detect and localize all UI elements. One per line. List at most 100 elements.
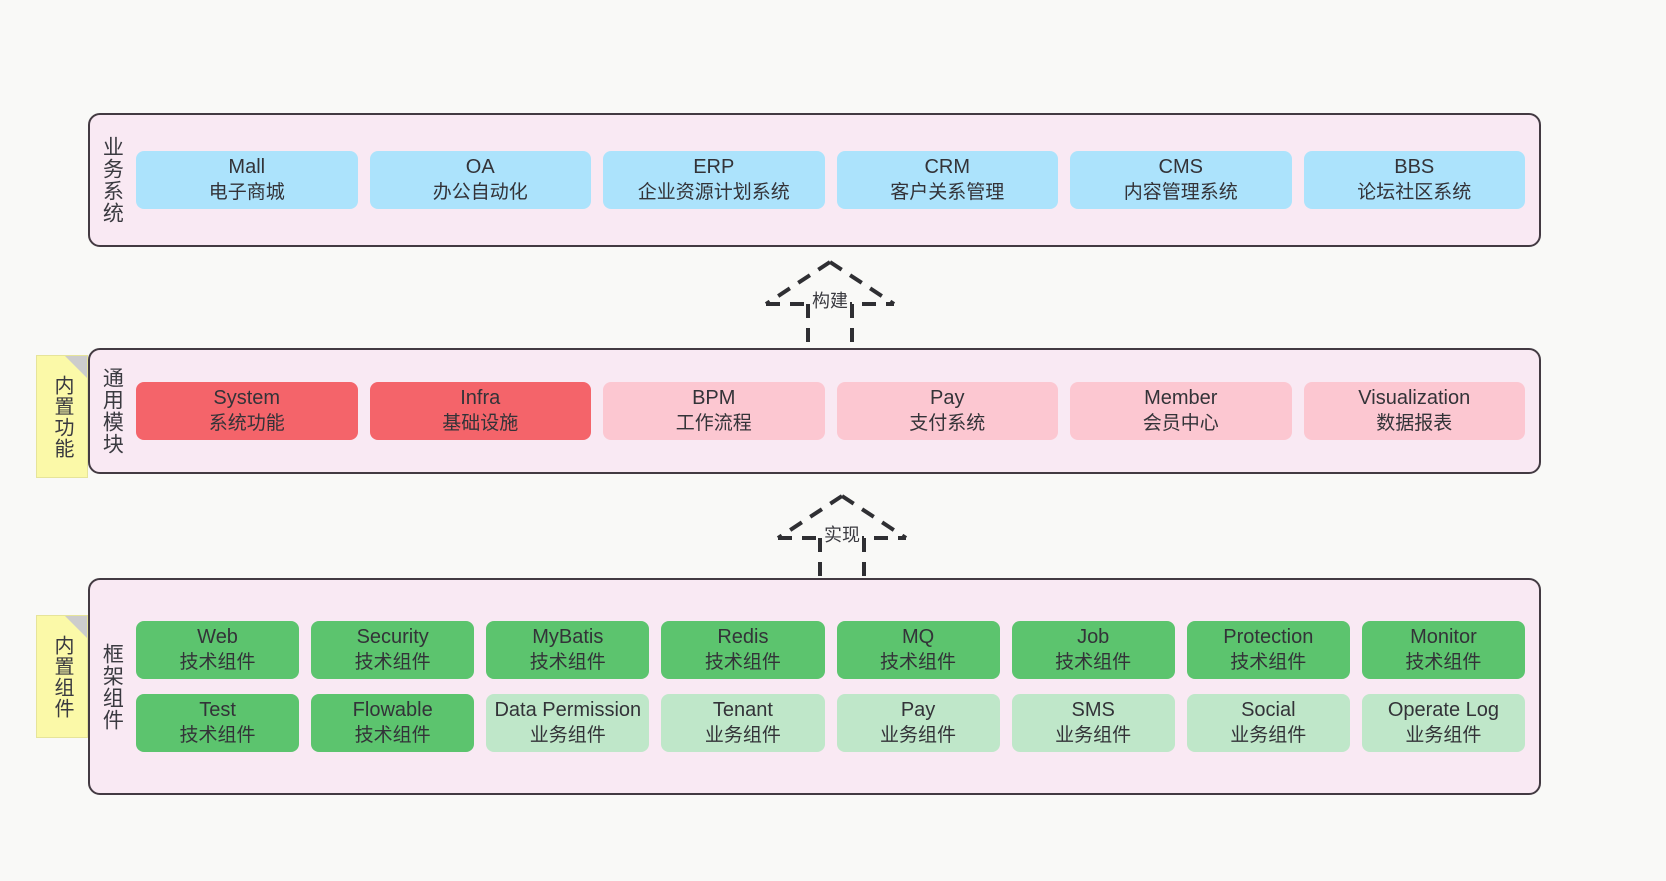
card-desc: 技术组件 bbox=[704, 651, 781, 673]
card-member[interactable]: Member 会员中心 bbox=[1070, 382, 1292, 440]
card-name: System bbox=[213, 387, 281, 410]
card-name: Pay bbox=[900, 699, 936, 721]
card-web[interactable]: Web 技术组件 bbox=[136, 621, 300, 679]
card-desc: 技术组件 bbox=[354, 651, 431, 673]
card-desc: 电子商城 bbox=[208, 181, 285, 203]
card-bpm[interactable]: BPM 工作流程 bbox=[603, 382, 825, 440]
card-desc: 会员中心 bbox=[1142, 412, 1219, 434]
card-name: Flowable bbox=[352, 699, 433, 721]
card-name: Security bbox=[356, 626, 429, 649]
layer-common-module: 通用模块 System 系统功能 Infra 基础设施 BPM 工作流程 Pay… bbox=[88, 348, 1541, 474]
card-desc: 技术组件 bbox=[179, 724, 256, 746]
card-infra[interactable]: Infra 基础设施 bbox=[369, 382, 591, 440]
layer-body-common-module: System 系统功能 Infra 基础设施 BPM 工作流程 Pay 支付系统… bbox=[132, 350, 1539, 472]
card-monitor[interactable]: Monitor 技术组件 bbox=[1361, 621, 1525, 679]
card-desc: 技术组件 bbox=[1055, 651, 1132, 673]
card-desc: 业务组件 bbox=[1405, 724, 1482, 746]
note-builtin-function: 内置功能 bbox=[36, 355, 88, 478]
card-name: Member bbox=[1144, 387, 1218, 410]
card-pay-component[interactable]: Pay 业务组件 bbox=[836, 694, 1000, 752]
folded-corner-icon bbox=[65, 616, 87, 638]
card-protection[interactable]: Protection 技术组件 bbox=[1186, 621, 1350, 679]
card-name: Monitor bbox=[1410, 626, 1477, 649]
layer-title-business-system: 业务系统 bbox=[100, 136, 124, 224]
card-desc: 业务组件 bbox=[880, 724, 957, 746]
card-row: Web 技术组件 Security 技术组件 MyBatis 技术组件 Redi… bbox=[136, 621, 1525, 679]
card-desc: 办公自动化 bbox=[432, 181, 528, 203]
generalization-arrow-icon bbox=[776, 494, 908, 577]
card-name: Infra bbox=[460, 387, 501, 410]
card-pay-module[interactable]: Pay 支付系统 bbox=[836, 382, 1058, 440]
layer-title-common-module: 通用模块 bbox=[100, 367, 124, 455]
card-desc: 系统功能 bbox=[208, 412, 285, 434]
card-name: Visualization bbox=[1358, 387, 1471, 410]
card-mq[interactable]: MQ 技术组件 bbox=[836, 621, 1000, 679]
card-name: MyBatis bbox=[532, 626, 604, 649]
card-data-permission[interactable]: Data Permission 业务组件 bbox=[486, 694, 650, 752]
card-name: Redis bbox=[717, 626, 769, 649]
card-desc: 数据报表 bbox=[1376, 412, 1453, 434]
layer-framework-component: 框架组件 Web 技术组件 Security 技术组件 MyBatis 技术组件… bbox=[88, 578, 1541, 795]
card-desc: 企业资源计划系统 bbox=[637, 181, 790, 203]
card-name: Test bbox=[199, 699, 236, 721]
card-name: Tenant bbox=[712, 699, 773, 721]
card-row: Test 技术组件 Flowable 技术组件 Data Permission … bbox=[136, 694, 1525, 752]
card-desc: 内容管理系统 bbox=[1123, 181, 1238, 203]
card-job[interactable]: Job 技术组件 bbox=[1011, 621, 1175, 679]
card-desc: 业务组件 bbox=[1055, 724, 1132, 746]
card-row: System 系统功能 Infra 基础设施 BPM 工作流程 Pay 支付系统… bbox=[136, 382, 1525, 440]
card-name: Protection bbox=[1223, 626, 1314, 649]
card-crm[interactable]: CRM 客户关系管理 bbox=[836, 151, 1058, 209]
card-operate-log[interactable]: Operate Log 业务组件 bbox=[1361, 694, 1525, 752]
card-desc: 论坛社区系统 bbox=[1357, 181, 1472, 203]
arrow-implement: 实现 bbox=[772, 492, 912, 577]
arrow-build: 构建 bbox=[760, 258, 900, 343]
card-name: Web bbox=[197, 626, 238, 649]
card-row: Mall 电子商城 OA 办公自动化 ERP 企业资源计划系统 CRM 客户关系… bbox=[136, 151, 1525, 209]
card-mall[interactable]: Mall 电子商城 bbox=[136, 151, 358, 209]
card-desc: 基础设施 bbox=[442, 412, 519, 434]
card-name: ERP bbox=[693, 156, 735, 179]
card-name: OA bbox=[465, 156, 495, 179]
card-security[interactable]: Security 技术组件 bbox=[311, 621, 475, 679]
card-desc: 技术组件 bbox=[1230, 651, 1307, 673]
card-name: CMS bbox=[1158, 156, 1203, 179]
card-name: Mall bbox=[228, 156, 266, 179]
card-name: Data Permission bbox=[494, 699, 642, 721]
card-test[interactable]: Test 技术组件 bbox=[136, 694, 300, 752]
card-name: Job bbox=[1077, 626, 1110, 649]
card-visualization[interactable]: Visualization 数据报表 bbox=[1303, 382, 1525, 440]
arrow-build-label: 构建 bbox=[810, 287, 850, 313]
folded-corner-icon bbox=[65, 356, 87, 378]
layer-title-framework-component: 框架组件 bbox=[100, 642, 124, 731]
card-name: Operate Log bbox=[1387, 699, 1500, 721]
card-cms[interactable]: CMS 内容管理系统 bbox=[1070, 151, 1292, 209]
card-sms[interactable]: SMS 业务组件 bbox=[1011, 694, 1175, 752]
card-name: BBS bbox=[1394, 156, 1435, 179]
layer-business-system: 业务系统 Mall 电子商城 OA 办公自动化 ERP 企业资源计划系统 CRM… bbox=[88, 113, 1541, 247]
card-name: CRM bbox=[924, 156, 971, 179]
card-desc: 客户关系管理 bbox=[890, 181, 1005, 203]
card-desc: 业务组件 bbox=[704, 724, 781, 746]
card-oa[interactable]: OA 办公自动化 bbox=[369, 151, 591, 209]
card-desc: 支付系统 bbox=[909, 412, 986, 434]
card-mybatis[interactable]: MyBatis 技术组件 bbox=[486, 621, 650, 679]
card-desc: 技术组件 bbox=[880, 651, 957, 673]
card-tenant[interactable]: Tenant 业务组件 bbox=[661, 694, 825, 752]
card-system[interactable]: System 系统功能 bbox=[136, 382, 358, 440]
card-desc: 技术组件 bbox=[529, 651, 606, 673]
card-desc: 技术组件 bbox=[179, 651, 256, 673]
arrow-implement-label: 实现 bbox=[822, 521, 862, 547]
card-bbs[interactable]: BBS 论坛社区系统 bbox=[1303, 151, 1525, 209]
card-name: Pay bbox=[930, 387, 965, 410]
card-erp[interactable]: ERP 企业资源计划系统 bbox=[603, 151, 825, 209]
note-label: 内置组件 bbox=[51, 634, 73, 719]
card-social[interactable]: Social 业务组件 bbox=[1186, 694, 1350, 752]
layer-body-business-system: Mall 电子商城 OA 办公自动化 ERP 企业资源计划系统 CRM 客户关系… bbox=[132, 115, 1539, 245]
card-desc: 业务组件 bbox=[1230, 724, 1307, 746]
card-redis[interactable]: Redis 技术组件 bbox=[661, 621, 825, 679]
card-flowable[interactable]: Flowable 技术组件 bbox=[311, 694, 475, 752]
card-desc: 工作流程 bbox=[675, 412, 752, 434]
card-name: BPM bbox=[692, 387, 736, 410]
